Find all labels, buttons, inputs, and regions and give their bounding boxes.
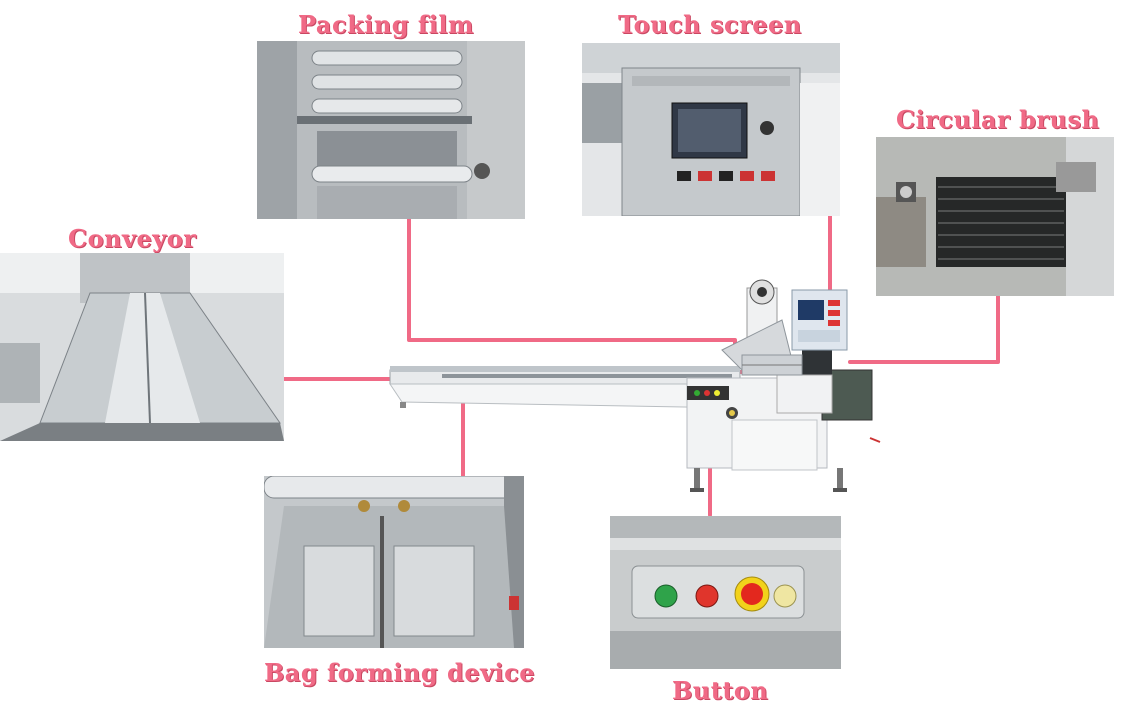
photo-packing-film <box>257 41 525 219</box>
label-button: Button <box>672 676 769 705</box>
photo-conveyor <box>0 253 284 441</box>
flow-packing-machine <box>389 279 881 492</box>
photo-bag-forming-device <box>264 476 524 648</box>
label-bag-forming-device: Bag forming device <box>264 658 536 687</box>
photo-button <box>610 516 841 669</box>
green-button-icon <box>654 584 678 608</box>
label-circular-brush: Circular brush <box>896 105 1100 134</box>
label-touch-screen: Touch screen <box>618 10 802 39</box>
label-conveyor: Conveyor <box>68 224 197 253</box>
label-packing-film: Packing film <box>298 10 474 39</box>
photo-touch-screen <box>582 43 840 216</box>
yellow-button-icon <box>773 584 797 608</box>
red-button-icon <box>695 584 719 608</box>
photo-circular-brush <box>876 137 1114 296</box>
